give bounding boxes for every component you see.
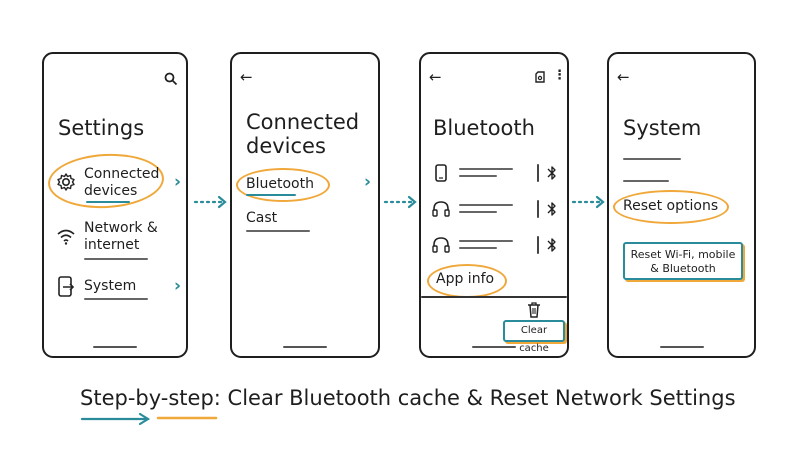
chevron-right-icon[interactable]: › — [174, 276, 182, 296]
back-arrow-icon[interactable]: ← — [429, 68, 442, 86]
headphones-icon — [431, 236, 451, 254]
bluetooth-icon[interactable] — [547, 237, 557, 253]
placeholder-line — [623, 180, 669, 182]
item-cast[interactable]: Cast — [236, 208, 376, 234]
phone-icon — [435, 164, 447, 182]
home-indicator — [93, 346, 137, 348]
device-status-line — [459, 211, 497, 213]
device-status-line — [459, 247, 497, 249]
page-title: System — [623, 116, 702, 140]
device-row[interactable] — [429, 162, 563, 186]
divider — [421, 296, 567, 298]
highlight-circle — [236, 168, 330, 202]
home-indicator — [283, 346, 327, 348]
chevron-right-icon[interactable]: › — [174, 172, 182, 192]
more-vert-icon[interactable]: ⋮ — [553, 68, 566, 83]
bluetooth-screen: ← ⋮ Bluetooth App info Clear cache — [419, 52, 569, 358]
caption: Step-by-step: Clear Bluetooth cache & Re… — [80, 386, 736, 410]
settings-screen: Settings Connected devices › Network & i… — [42, 52, 188, 358]
item-label: Bluetooth — [246, 176, 314, 192]
reset-options-label: Reset options — [623, 198, 719, 214]
wifi-icon — [56, 228, 76, 246]
page-title: Settings — [58, 116, 145, 140]
app-info-item[interactable]: App info — [427, 264, 507, 298]
settings-item-system[interactable]: System › — [48, 274, 184, 304]
button-label-line: Reset Wi-Fi, mobile — [630, 248, 736, 261]
button-label-line: & Bluetooth — [650, 262, 716, 275]
headphones-icon — [431, 200, 451, 218]
connected-devices-screen: ← Connected devices Bluetooth › Cast — [230, 52, 380, 358]
caption-arrow — [80, 412, 218, 426]
divider — [246, 230, 310, 232]
device-row[interactable] — [429, 198, 563, 222]
chevron-right-icon[interactable]: › — [364, 172, 372, 192]
item-label: Cast — [246, 210, 278, 226]
settings-item-network[interactable]: Network & internet — [48, 218, 184, 264]
bluetooth-icon[interactable] — [547, 165, 557, 181]
app-info-label: App info — [436, 271, 495, 287]
back-arrow-icon[interactable]: ← — [240, 68, 253, 86]
clear-cache-button[interactable]: Clear cache — [503, 320, 565, 354]
item-label: Network & — [84, 220, 158, 236]
item-bluetooth[interactable]: Bluetooth › — [236, 168, 376, 202]
trash-icon[interactable] — [527, 302, 541, 318]
home-indicator — [472, 346, 516, 348]
separator — [537, 200, 539, 218]
caption-text: : Clear Bluetooth cache & Reset Network … — [213, 386, 736, 410]
device-status-line — [459, 175, 497, 177]
underline — [86, 201, 130, 203]
flow-arrow — [383, 195, 417, 209]
caption-prefix: Step-by-step — [80, 386, 214, 410]
home-indicator — [659, 346, 704, 348]
item-label: Connected — [84, 166, 160, 182]
divider — [84, 258, 148, 260]
separator — [537, 236, 539, 254]
storage-icon[interactable] — [535, 71, 545, 83]
system-screen: ← System Reset options Reset Wi-Fi, mobi… — [607, 52, 756, 358]
item-label: System — [84, 278, 137, 294]
device-name-line — [459, 168, 513, 170]
page-title: devices — [246, 134, 326, 158]
phone-arrow-icon — [56, 276, 76, 298]
search-icon[interactable] — [164, 72, 178, 86]
back-arrow-icon[interactable]: ← — [617, 68, 630, 86]
item-label: internet — [84, 237, 140, 253]
page-title: Bluetooth — [433, 116, 535, 140]
reset-wifi-mobile-bluetooth-button[interactable]: Reset Wi-Fi, mobile & Bluetooth — [623, 242, 743, 280]
separator — [537, 164, 539, 182]
page-title: Connected — [246, 110, 360, 134]
reset-options-item[interactable]: Reset options — [613, 190, 731, 224]
highlight-circle — [613, 190, 729, 224]
item-label: devices — [84, 183, 138, 199]
placeholder-line — [623, 158, 681, 160]
divider — [84, 298, 148, 300]
bluetooth-icon[interactable] — [547, 201, 557, 217]
flow-arrow — [571, 195, 605, 209]
settings-item-connected-devices[interactable]: Connected devices › — [46, 151, 184, 211]
device-name-line — [459, 240, 513, 242]
device-name-line — [459, 204, 513, 206]
underline — [246, 194, 296, 196]
device-row[interactable] — [429, 234, 563, 258]
flow-arrow — [193, 195, 227, 209]
gear-icon — [56, 172, 76, 192]
